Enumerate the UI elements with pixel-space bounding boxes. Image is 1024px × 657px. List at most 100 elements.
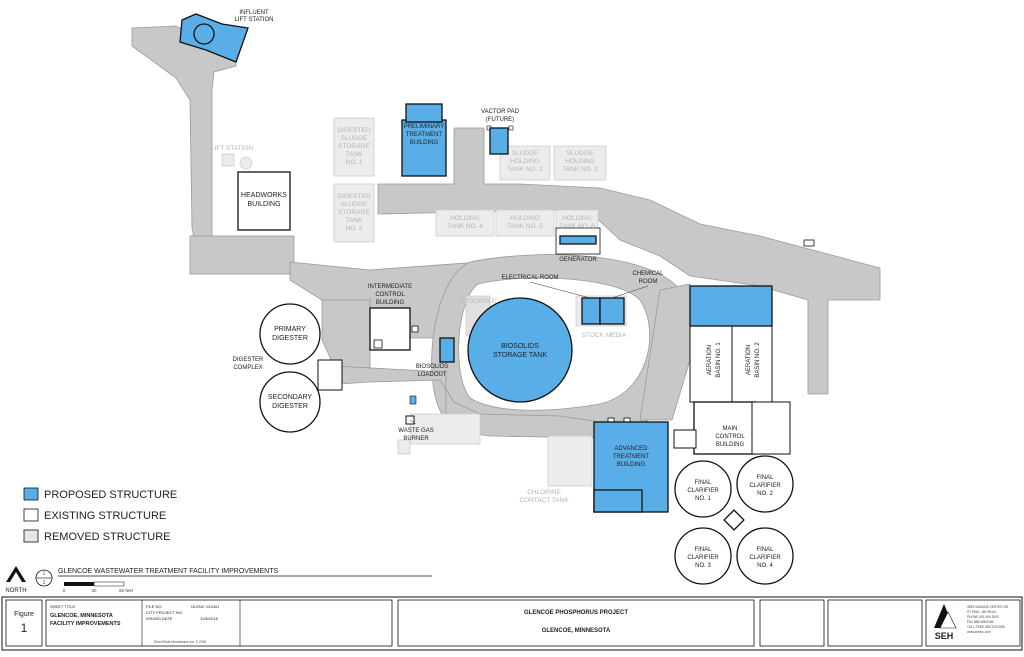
- chemical-room: [599, 297, 625, 325]
- scale-tick-30: 30: [91, 588, 97, 593]
- map-title: GLENCOE WASTEWATER TREATMENT FACILITY IM…: [58, 568, 278, 575]
- final-clarifier-2: [736, 455, 794, 513]
- digester-complex-label-1: DIGESTER: [233, 357, 264, 363]
- figure-label: Figure: [14, 611, 34, 618]
- aeration1-label-2: BASIN NO. 1: [716, 342, 722, 378]
- headworks-label-2: BUILDING: [247, 201, 280, 208]
- fc4-label-1: FINAL: [756, 547, 774, 553]
- mcb-label-1: MAIN: [723, 426, 738, 432]
- secondary-label-2: DIGESTER: [272, 403, 308, 410]
- chlorine-contact-tank: [547, 435, 593, 487]
- leader-lines: [409, 281, 649, 425]
- digester-complex-label-2: COMPLEX: [233, 365, 262, 371]
- fc4-label-3: NO. 4: [757, 563, 773, 569]
- primary-digester: [259, 303, 321, 365]
- sludge-holding-tank-3: [553, 145, 607, 181]
- final-clarifier-4: [736, 527, 794, 585]
- city-project-label: CITY PROJECT NO.: [146, 610, 183, 615]
- loadout-label-2: LOADOUT: [417, 372, 446, 378]
- stockpile-label: STOCKPILE: [460, 298, 497, 305]
- electrical-room-label: ELECTRICAL ROOM: [501, 275, 558, 281]
- primary-label-2: DIGESTER: [272, 335, 308, 342]
- aeration-headworks-building: [689, 285, 773, 327]
- atb-south-room: [593, 489, 643, 513]
- influent-label-1: INFLUENT: [239, 10, 269, 16]
- sh2-label-2: HOLDING: [510, 158, 540, 165]
- east-road: [639, 283, 691, 421]
- sh2-label-3: TANK NO. 2: [507, 166, 543, 173]
- ht4-label-2: TANK NO. 4: [447, 223, 483, 230]
- legend-removed-label: REMOVED STRUCTURE: [44, 531, 171, 543]
- wgb-label-1: WASTE GAS: [398, 428, 433, 434]
- address-2: ST PAUL, MN 55110: [967, 610, 996, 614]
- biosolids-label-2: STORAGE TANK: [493, 352, 547, 359]
- fc3-label-2: CLARIFIER: [687, 555, 719, 561]
- sh3-label-3: TANK NO. 3: [562, 166, 598, 173]
- address-3: PHONE 651.490.2000: [967, 615, 999, 619]
- legend-proposed-swatch: [23, 487, 39, 501]
- secondary-digester: [259, 371, 321, 433]
- prelim-label-1: PRELIMINARY: [404, 124, 445, 130]
- main-control-building: [693, 401, 757, 455]
- atb-label-3: BUILDING: [617, 462, 646, 468]
- project-location: GLENCOE, MINNESOTA: [542, 628, 611, 634]
- vactor-pad: [489, 127, 509, 155]
- existing-structures: [237, 125, 794, 585]
- small-print: Short Elliott Hendrickson Inc. © 2018: [154, 640, 206, 644]
- dss1-label-5: NO. 1: [346, 159, 363, 166]
- digested-sludge-tank-2: [333, 183, 375, 243]
- holding-tank-5: [495, 209, 555, 237]
- title-block: Figure 1 SHEET TITLE GLENCOE, MINNESOTA …: [1, 596, 1023, 651]
- lift-station-box: [221, 153, 235, 167]
- aeration2-label-1: AERATION: [746, 345, 752, 375]
- lift-station-label: LIFT STATION: [211, 145, 254, 152]
- headworks-building: [237, 171, 291, 231]
- ht6-label-1: HOLDING: [562, 215, 592, 222]
- influent-wet-well: [193, 23, 215, 45]
- sheet-title-1: GLENCOE, MINNESOTA: [50, 613, 113, 619]
- influent-label-2: LIFT STATION: [234, 17, 273, 23]
- sheet-title-label: SHEET TITLE: [50, 604, 76, 609]
- primary-label-1: PRIMARY: [274, 326, 306, 333]
- dss1-label-4: TANK: [346, 151, 364, 158]
- aeration1-label-1: AERATION: [707, 345, 713, 375]
- logo-text: SEH: [935, 631, 954, 641]
- address-5: TOLL FREE 800.325.2055: [967, 625, 1005, 629]
- lift-station-well: [239, 156, 253, 170]
- final-clarifier-1: [674, 460, 732, 518]
- fc1-label-3: NO. 1: [695, 496, 711, 502]
- structure-labels: INFLUENT LIFT STATION LIFT STATION HEADW…: [211, 10, 781, 569]
- file-no-value: GLENC 143491: [191, 604, 220, 609]
- waste-gas-burner-proposed: [409, 395, 417, 405]
- headworks-label-1: HEADWORKS: [241, 192, 287, 199]
- project-title: GLENCOE PHOSPHORUS PROJECT: [524, 610, 628, 616]
- final-clarifier-3: [674, 527, 732, 585]
- north-arrow: NORTH: [5, 566, 27, 594]
- fc3-label-1: FINAL: [694, 547, 712, 553]
- dss2-label-1: DIGESTED: [337, 193, 371, 200]
- aeration-basin-2: [731, 325, 773, 403]
- sheet-reference: 1 1: [35, 569, 53, 587]
- dss2-label-2: SLUDGE: [341, 201, 368, 208]
- legend-existing-label: EXISTING STRUCTURE: [44, 510, 166, 522]
- generator: [559, 235, 597, 245]
- prelim-label-2: TREATMENT: [406, 132, 443, 138]
- scale-tick-0: 0: [63, 588, 66, 593]
- mcb-label-2: CONTROL: [715, 434, 745, 440]
- aeration2-label-2: BASIN NO. 2: [755, 342, 761, 378]
- issued-date-value: 12/6/2018: [200, 616, 219, 621]
- icb-label-1: INTERMEDIATE: [368, 284, 412, 290]
- sh2-label-1: SLUDGE: [512, 150, 539, 157]
- legend: PROPOSED STRUCTURE EXISTING STRUCTURE RE…: [23, 487, 177, 543]
- digested-sludge-tank-1: [333, 117, 375, 177]
- address-1: 3535 VADNAIS CENTER DR: [967, 605, 1009, 609]
- address-4: FAX 888.908.8166: [967, 620, 994, 624]
- legend-existing-swatch: [23, 508, 39, 522]
- sheet-title-2: FACILITY IMPROVEMENTS: [50, 621, 121, 627]
- issued-date-label: ISSUED DATE: [146, 616, 173, 621]
- address-6: www.sehinc.com: [967, 630, 991, 634]
- ht4-label-1: HOLDING: [450, 215, 480, 222]
- sh3-label-1: SLUDGE: [567, 150, 594, 157]
- atb-side-box: [673, 429, 697, 449]
